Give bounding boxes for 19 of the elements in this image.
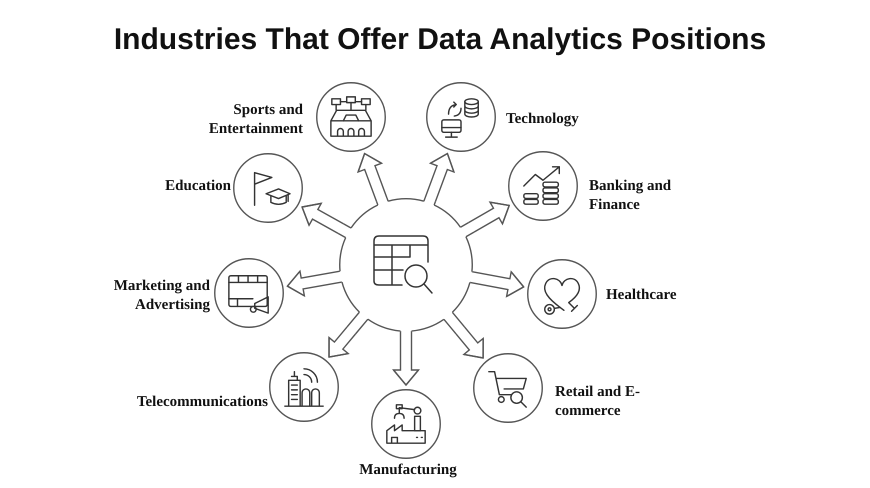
block-arrow <box>356 152 388 202</box>
industry-label: Marketing and Advertising <box>112 277 210 315</box>
block-arrow <box>286 270 342 298</box>
industry-label: Retail and E-commerce <box>555 383 642 421</box>
block-arrow <box>328 326 356 358</box>
block-arrow <box>392 331 420 386</box>
industry-label: Education <box>164 177 231 196</box>
industry-label: Banking and Finance <box>589 177 672 215</box>
industry-label: Healthcare <box>606 286 678 305</box>
block-arrow <box>455 326 484 359</box>
title: Industries That Offer Data Analytics Positions <box>114 22 766 58</box>
block-arrow <box>424 152 456 202</box>
block-arrow <box>468 201 510 233</box>
block-arrow <box>301 202 344 234</box>
industry-label: Telecommunications <box>136 393 268 412</box>
industry-label: Sports and Entertainment <box>208 101 303 139</box>
industry-label: Technology <box>506 110 580 129</box>
block-arrow <box>470 270 524 298</box>
industry-label: Manufacturing <box>358 461 458 480</box>
